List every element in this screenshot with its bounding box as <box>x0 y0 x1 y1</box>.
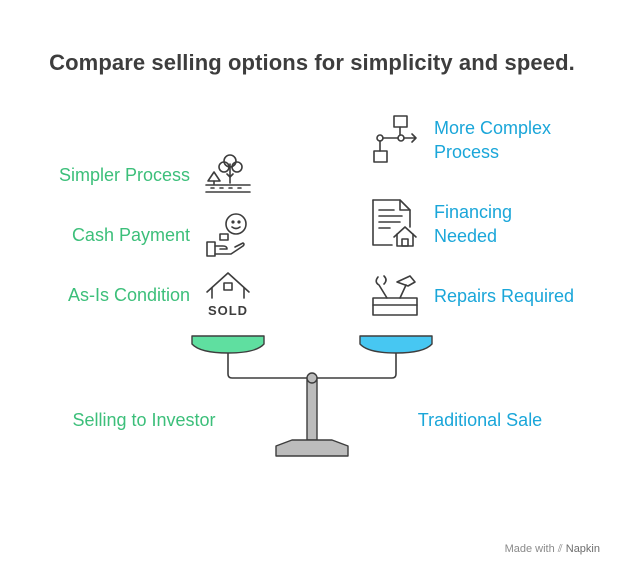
traditional-sale-heading: Traditional Sale <box>417 410 543 430</box>
sold-house-icon: SOLD <box>203 270 253 320</box>
watermark-brand: Napkin <box>565 543 600 555</box>
cash-payment-icon <box>203 210 253 260</box>
more-complex-process-line2: Process <box>434 142 500 162</box>
simpler-process-label: Simpler Process <box>58 165 190 185</box>
toolbox-icon <box>370 272 420 320</box>
napkin-watermark: Made with ⫽ Napkin <box>505 543 600 556</box>
financing-needed-line2: Needed <box>434 226 498 246</box>
financing-needed-label: Financing Needed <box>434 200 512 248</box>
napkin-logo-icon: ⫽ <box>557 543 563 555</box>
repairs-required-label: Repairs Required <box>434 286 575 306</box>
selling-to-investor-heading: Selling to Investor <box>72 410 216 430</box>
scale-pivot <box>306 372 318 384</box>
scale-post <box>306 377 318 441</box>
more-complex-process-line1: More Complex <box>434 118 552 138</box>
left-scale-pan <box>191 335 265 354</box>
scale-base <box>275 439 349 457</box>
park-icon <box>203 150 253 200</box>
svg-text:SOLD: SOLD <box>208 303 248 318</box>
as-is-condition-label: As-Is Condition <box>67 285 190 305</box>
diagram-title: Compare selling options for simplicity a… <box>49 50 575 75</box>
cash-payment-label: Cash Payment <box>71 225 190 245</box>
mortgage-document-icon <box>370 197 420 249</box>
right-scale-pan <box>359 335 433 354</box>
flowchart-icon <box>370 113 420 165</box>
more-complex-process-label: More Complex Process <box>434 116 551 164</box>
financing-needed-line1: Financing <box>434 202 513 222</box>
watermark-prefix: Made with <box>504 543 555 555</box>
